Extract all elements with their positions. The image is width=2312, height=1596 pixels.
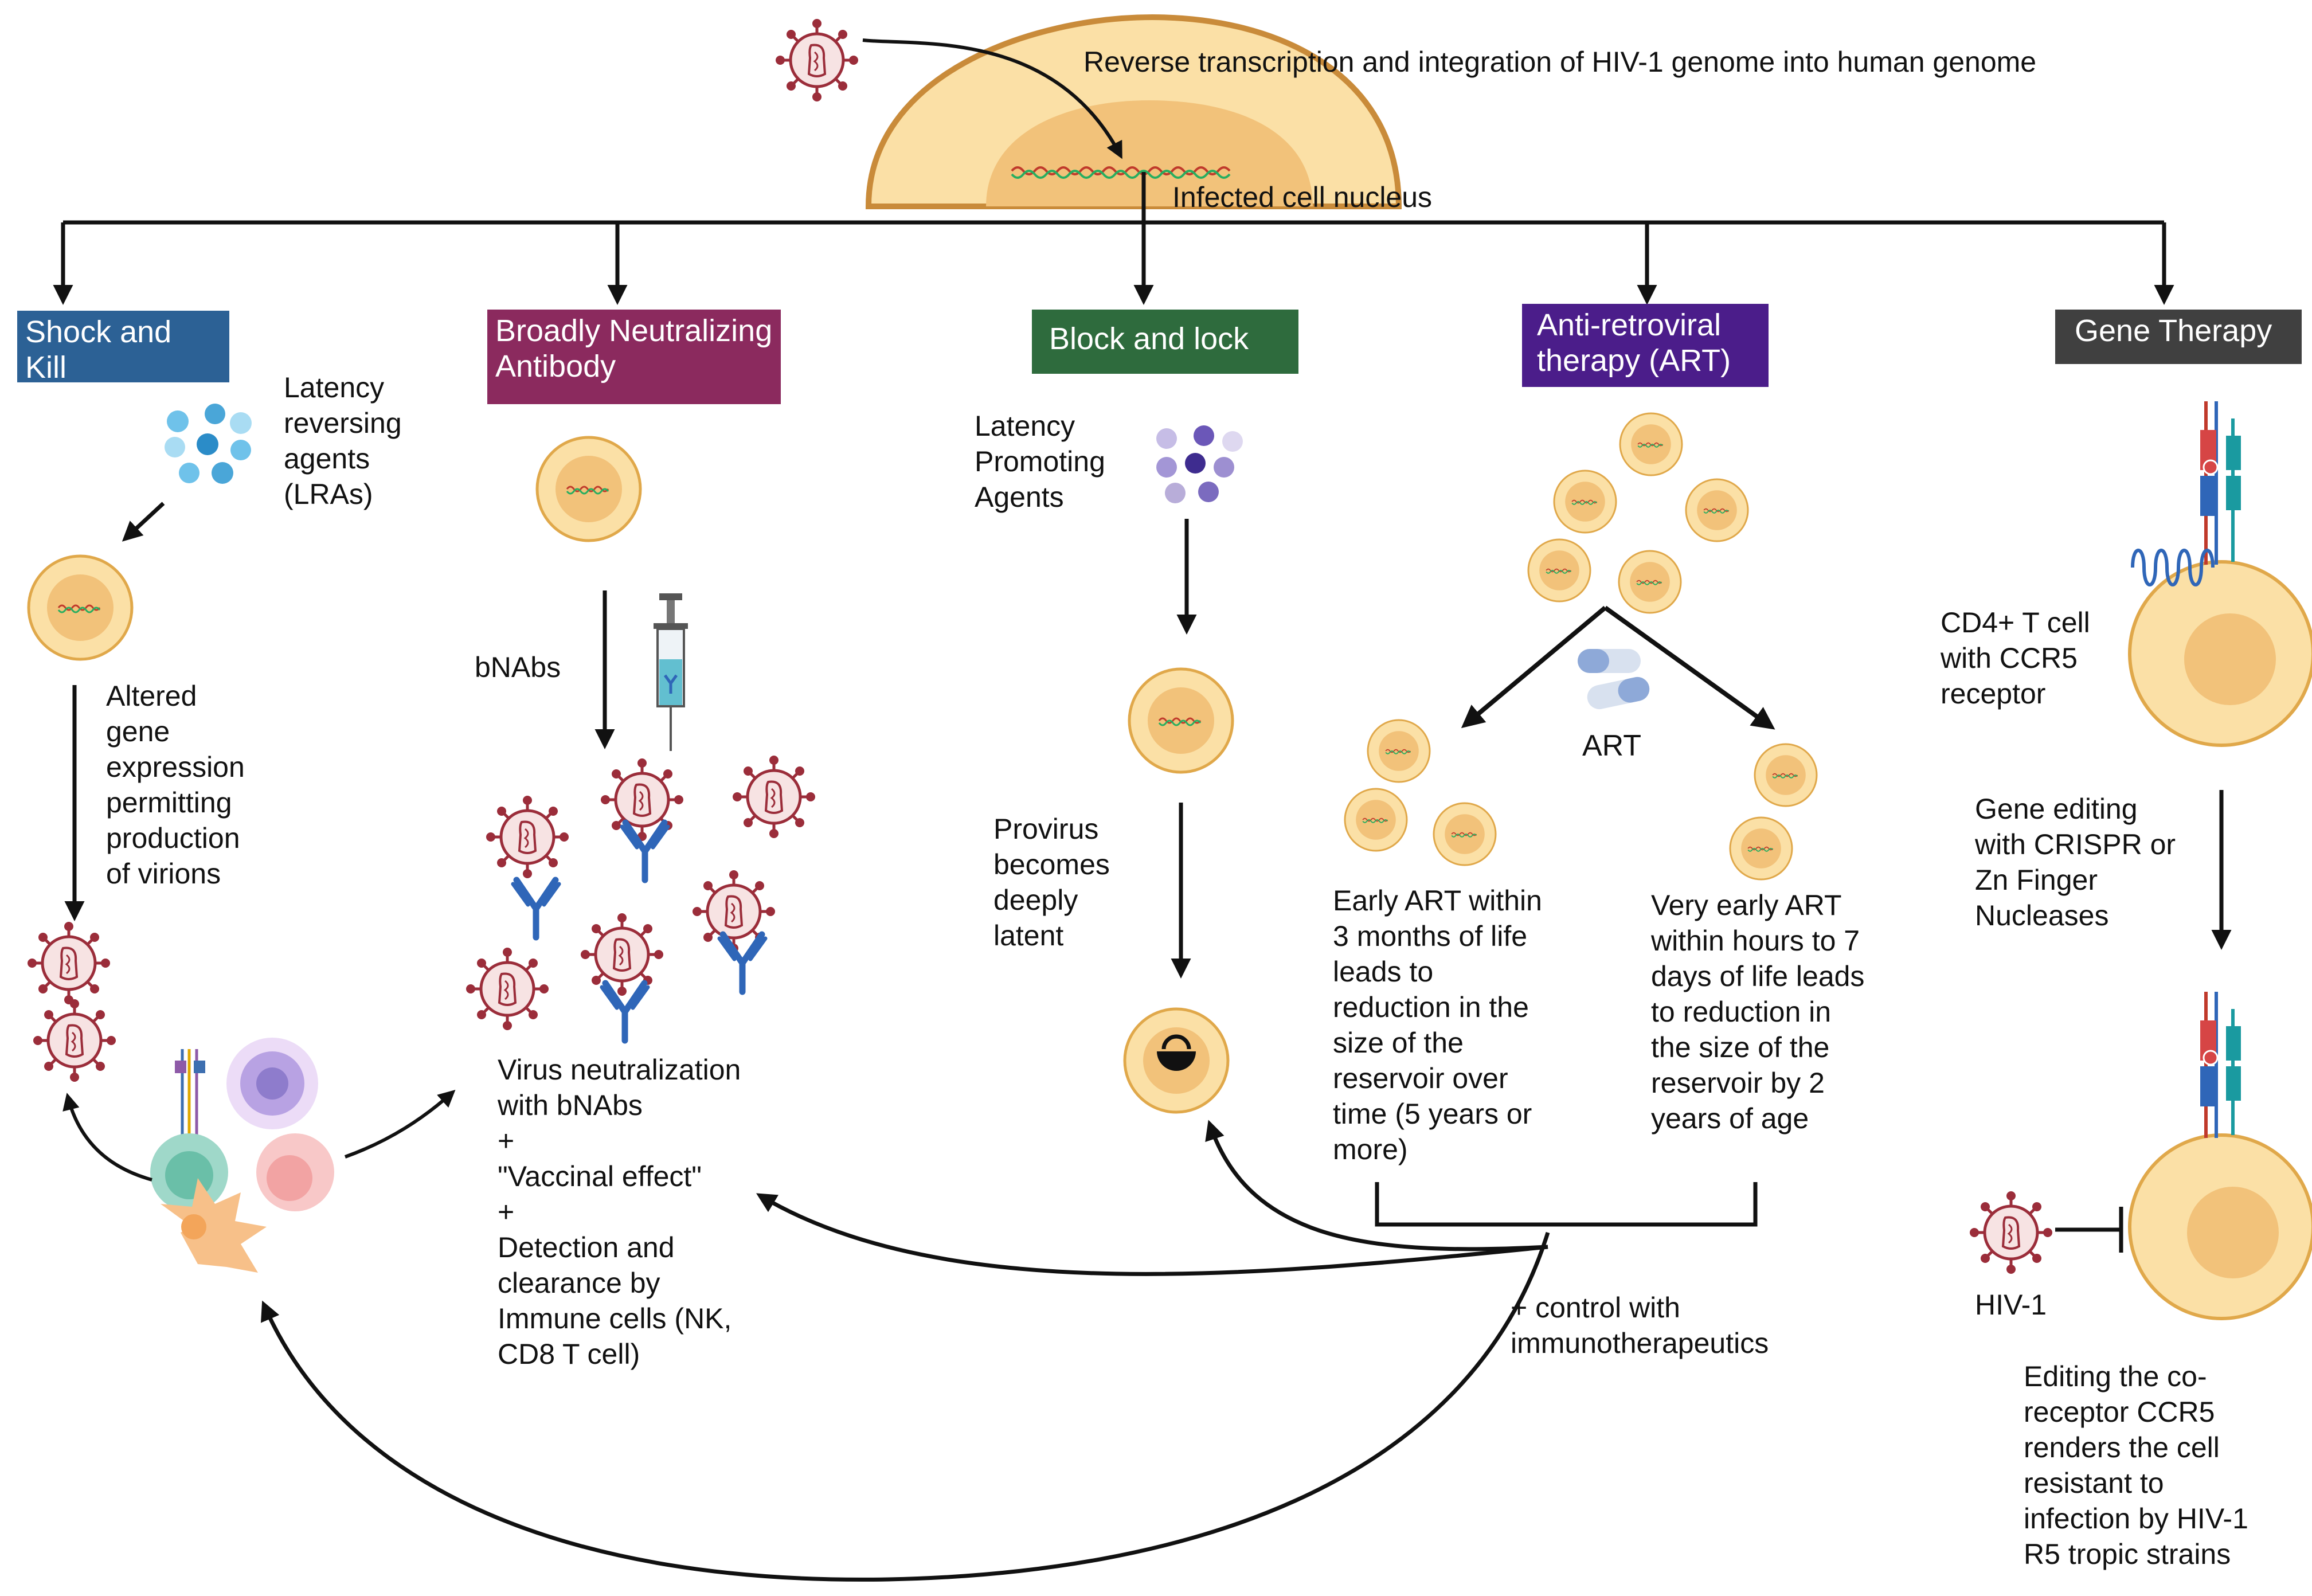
infected-cell-illustration: [865, 14, 1402, 209]
virion-released-1: [28, 922, 110, 1004]
lpa-dots: [1156, 425, 1243, 503]
nucleus-label: Infected cell nucleus: [1172, 181, 1433, 213]
immunotherapeutics-label: + control with immunotherapeutics: [1511, 1292, 1769, 1359]
header-art-text: Anti-retroviral therapy (ART): [1537, 308, 1731, 378]
locked-cell: [1123, 1007, 1230, 1114]
hiv-label: HIV-1: [1975, 1289, 2047, 1321]
early-art-label: Early ART within 3 months of life leads …: [1333, 885, 1542, 1165]
hiv-virion-top: [776, 19, 858, 101]
latent-cell-block: [1129, 669, 1233, 772]
art-cell-1: [1619, 412, 1683, 476]
art-early-cell-1: [1367, 719, 1431, 783]
art-early-cell-3: [1433, 802, 1497, 866]
art-cell-3: [1685, 478, 1749, 542]
latent-cell-shock: [29, 556, 132, 659]
art-cell-5: [1618, 550, 1682, 614]
integration-title: Reverse transcription and integration of…: [1083, 46, 2037, 78]
virion-bnab-3: [733, 756, 815, 838]
syringe-icon: [654, 593, 688, 751]
art-cell-4: [1527, 538, 1591, 603]
bnab-outcome-text: Virus neutralization with bNAbs + "Vacci…: [498, 1054, 741, 1370]
lra-label: Latency reversing agents (LRAs): [284, 371, 402, 510]
altered-expression-label: Altered gene expression permitting produ…: [106, 680, 245, 890]
virion-bnab-2: [601, 758, 683, 841]
integration-arrow: [862, 38, 1122, 159]
art-bracket: [1375, 1182, 1758, 1227]
header-gene-text: Gene Therapy: [2075, 314, 2272, 348]
header-bnab-text: Broadly Neutralizing Antibody: [495, 314, 773, 384]
virion-bnab-5: [581, 913, 663, 996]
header-block-text: Block and lock: [1049, 322, 1249, 356]
bnab-outcome-label: Virus neutralization with bNAbs + "Vacci…: [303, 1052, 796, 1372]
latent-cell-bnab: [537, 437, 640, 541]
immune-cells-cluster: [150, 1038, 334, 1273]
provirus-label: Provirus becomes deeply latent: [993, 813, 1110, 952]
art-early-cell-2: [1344, 788, 1408, 852]
virion-bnab-6: [466, 948, 549, 1030]
header-block-and-lock: Block and lock: [1032, 310, 1298, 374]
bnabs-label: bNAbs: [475, 651, 561, 683]
branch-lines: [53, 172, 2174, 305]
header-art: Anti-retroviral therapy (ART): [1522, 304, 1769, 387]
lra-dots: [165, 404, 252, 484]
hiv-virion-blocked: [1970, 1191, 2052, 1274]
header-gene-therapy: Gene Therapy: [2055, 310, 2302, 364]
ccr5-result-label: Editing the co- receptor CCR5 renders th…: [2024, 1360, 2248, 1570]
cd4-cell-with-ccr5: [2128, 401, 2312, 747]
feedback-arrows: [261, 1120, 1550, 1582]
art-pill-label: ART: [1582, 729, 1642, 762]
art-cell-2: [1553, 470, 1617, 534]
header-shock-text: Shock and Kill: [25, 315, 172, 385]
pills-icon: [1578, 649, 1650, 710]
art-very-early-cell-1: [1754, 743, 1818, 807]
header-bnab: Broadly Neutralizing Antibody: [487, 310, 781, 404]
virion-bnab-1: [486, 796, 569, 878]
header-shock-and-kill: Shock and Kill: [17, 311, 229, 385]
antibody-2: [513, 880, 559, 937]
very-early-art-label: Very early ART within hours to 7 days of…: [1651, 889, 1865, 1135]
antibody-1: [622, 823, 668, 880]
edited-cd4-cell: [2128, 992, 2312, 1320]
gene-editing-label: Gene editing with CRISPR or Zn Finger Nu…: [1975, 793, 2176, 932]
cd4-cell-label: CD4+ T cell with CCR5 receptor: [1941, 607, 2090, 710]
inhibition-line: [2055, 1207, 2123, 1253]
virion-released-2: [33, 999, 116, 1082]
art-very-early-cell-2: [1729, 816, 1793, 881]
antibody-3: [719, 934, 765, 992]
lpa-label: Latency Promoting Agents: [975, 410, 1105, 513]
